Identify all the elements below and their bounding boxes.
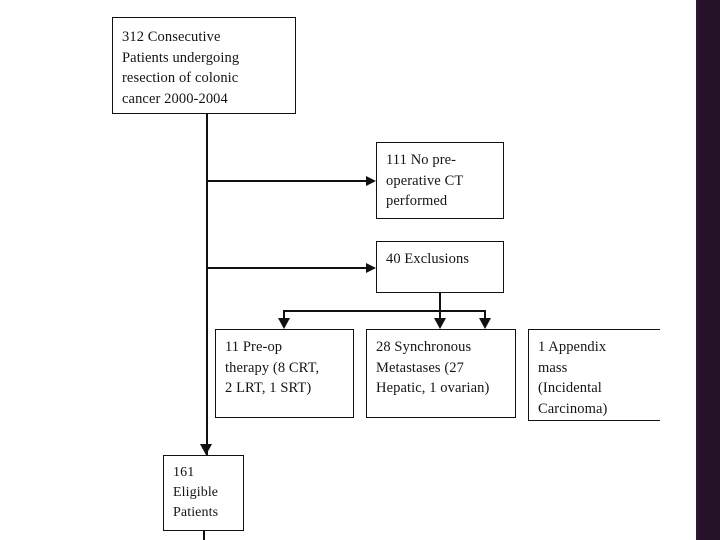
connector-bus-right-leg bbox=[484, 310, 486, 321]
connector-exclusions-bus bbox=[283, 310, 486, 312]
connector-trunk-vertical bbox=[206, 114, 208, 455]
node-exclusions-label: 40 Exclusions bbox=[386, 251, 470, 267]
node-eligible-patients-label: 161 Eligible Patients bbox=[173, 465, 219, 520]
accent-strip bbox=[699, 0, 720, 540]
arrowhead-to-preop-therapy bbox=[278, 318, 290, 329]
node-eligible-patients: 161 Eligible Patients bbox=[163, 455, 244, 531]
flowchart-area: 312 Consecutive Patients undergoing rese… bbox=[112, 17, 660, 540]
node-total-patients: 312 Consecutive Patients undergoing rese… bbox=[112, 17, 296, 114]
arrowhead-to-appendix-mass bbox=[479, 318, 491, 329]
node-synchronous-metastases-label: 28 Synchronous Metastases (27 Hepatic, 1… bbox=[376, 339, 490, 397]
node-appendix-mass-label: 1 Appendix mass (Incidental Carcinoma) bbox=[538, 339, 608, 417]
node-preop-therapy: 11 Pre-op therapy (8 CRT, 2 LRT, 1 SRT) bbox=[215, 329, 354, 418]
node-no-preoperative-ct: 111 No pre- operative CT performed bbox=[376, 142, 504, 219]
node-appendix-mass: 1 Appendix mass (Incidental Carcinoma) bbox=[528, 329, 660, 421]
arrowhead-to-exclusions bbox=[366, 262, 376, 273]
node-exclusions: 40 Exclusions bbox=[376, 241, 504, 293]
connector-exclusions-drop bbox=[439, 293, 441, 311]
accent-strip-edge bbox=[696, 0, 699, 540]
node-no-preoperative-ct-label: 111 No pre- operative CT performed bbox=[386, 152, 464, 210]
node-preop-therapy-label: 11 Pre-op therapy (8 CRT, 2 LRT, 1 SRT) bbox=[225, 339, 320, 397]
node-total-patients-label: 312 Consecutive Patients undergoing rese… bbox=[122, 29, 240, 107]
connector-to-exclusions bbox=[207, 267, 369, 269]
connector-bus-left-leg bbox=[283, 310, 285, 321]
connector-below-eligible bbox=[203, 531, 205, 540]
node-synchronous-metastases: 28 Synchronous Metastases (27 Hepatic, 1… bbox=[366, 329, 516, 418]
connector-bus-middle-leg bbox=[439, 310, 441, 321]
arrowhead-to-no-ct bbox=[366, 175, 376, 186]
connector-to-no-ct bbox=[207, 180, 369, 182]
arrowhead-to-eligible bbox=[200, 444, 212, 455]
arrowhead-to-synchronous-metastases bbox=[434, 318, 446, 329]
